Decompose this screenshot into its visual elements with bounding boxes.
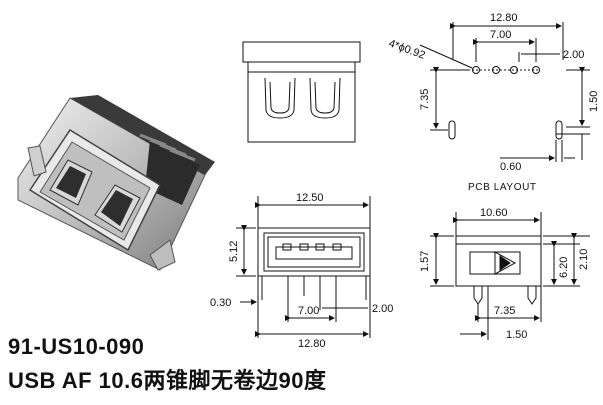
pcb-layout-label: PCB LAYOUT (468, 182, 537, 193)
dim-side-height-c: 2.10 (578, 249, 590, 270)
dim-pcb-depth: 7.35 (419, 89, 431, 110)
dim-pcb-pin-span: 7.00 (490, 29, 511, 41)
title-block: 91-US10-090 USB AF 10.6两锥脚无卷边90度 (8, 330, 448, 398)
dim-side-pin-span: 7.35 (494, 305, 515, 317)
dim-front-pin-pitch: 2.00 (372, 303, 393, 315)
dim-pcb-hole: 4*ϕ0.92 (387, 38, 427, 62)
dim-front-height: 5.12 (228, 241, 240, 262)
top-view (242, 41, 361, 143)
dim-pcb-offset: 0.60 (500, 161, 521, 173)
part-description: USB AF 10.6两锥脚无卷边90度 (8, 368, 327, 393)
pcb-holes (472, 66, 540, 74)
dim-side-length: 10.60 (480, 207, 508, 219)
connector-photo (17, 95, 215, 271)
dim-side-height-a: 1.57 (419, 251, 431, 272)
pcb-layout-view (419, 22, 590, 162)
dim-front-overall: 12.80 (298, 338, 326, 350)
dim-pcb-side: 1.50 (588, 91, 600, 112)
dim-side-height-b: 6.20 (558, 257, 570, 278)
dim-pcb-pin-pitch: 2.00 (563, 49, 584, 61)
dim-front-pin-offset: 0.30 (210, 297, 231, 309)
part-number: 91-US10-090 (8, 334, 145, 359)
dim-front-width: 12.50 (296, 192, 324, 204)
dim-front-pin-span: 7.00 (298, 305, 319, 317)
dim-pcb-width: 12.80 (490, 12, 518, 24)
side-view (430, 212, 590, 340)
dim-side-pin-offset: 1.50 (506, 329, 527, 341)
front-view (236, 196, 371, 338)
